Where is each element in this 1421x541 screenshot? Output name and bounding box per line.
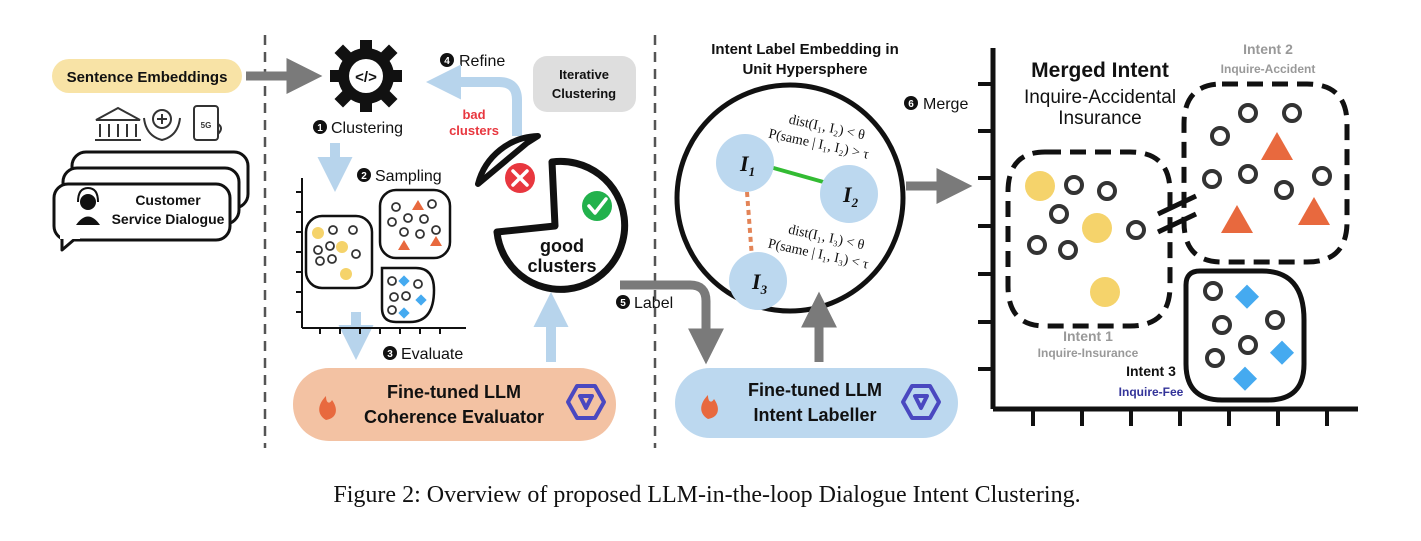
sentence-embeddings-pill: Sentence Embeddings (52, 59, 242, 93)
evaluator-label-2: Coherence Evaluator (364, 407, 544, 427)
sample-cluster-yellow (304, 214, 374, 290)
node-i3: I3 (729, 252, 787, 310)
step6-merge: 6 Merge (904, 96, 968, 113)
svg-text:2: 2 (361, 171, 367, 182)
headset-agent-icon (76, 186, 100, 225)
step3-label: Evaluate (401, 346, 463, 363)
intent3-cluster: Intent 3 Inquire-Fee (1119, 268, 1307, 403)
good-clusters-label-1: good (540, 236, 584, 256)
svg-text:</>: </> (355, 69, 377, 86)
step4-refine: 4 Refine (440, 53, 505, 70)
good-clusters-pie: good clusters (493, 157, 629, 293)
flame-icon (319, 396, 336, 420)
step1-clustering: 1 Clustering (313, 120, 403, 137)
svg-text:3: 3 (387, 349, 393, 360)
intent2-name: Inquire-Accident (1221, 62, 1316, 76)
node-i1: I1 (716, 134, 774, 192)
sentence-embeddings-label: Sentence Embeddings (67, 69, 228, 86)
step2-label: Sampling (375, 168, 442, 185)
hypersphere-title-2: Unit Hypersphere (742, 61, 867, 78)
sampling-axes (296, 178, 466, 334)
merge-bridge (1156, 193, 1198, 235)
intent1-name: Inquire-Insurance (1038, 346, 1139, 360)
step5-label: 5 Label (616, 295, 673, 312)
sample-cluster-orange (378, 188, 452, 260)
healthcare-hands-icon (143, 109, 181, 142)
step3-evaluate: 3 Evaluate (383, 346, 463, 363)
intent-labeller-pill: Fine-tuned LLM Intent Labeller (675, 368, 958, 438)
intent3-name: Inquire-Fee (1119, 385, 1184, 399)
coherence-evaluator-pill: Fine-tuned LLM Coherence Evaluator (293, 368, 616, 441)
good-clusters-label-2: clusters (527, 256, 596, 276)
qwen-logo-icon-2 (901, 384, 941, 420)
svg-text:5G: 5G (201, 121, 212, 130)
svg-text:I2: I2 (842, 182, 859, 210)
5g-device-icon: 5G (193, 105, 222, 141)
step1-label: Clustering (331, 120, 403, 137)
arrow-label (620, 280, 724, 365)
labeller-label-1: Fine-tuned LLM (748, 380, 882, 400)
edge-i1-i3 (745, 191, 754, 259)
svg-text:6: 6 (908, 99, 914, 110)
merge-axes (990, 48, 1358, 412)
intent1-label: Intent 1 (1063, 328, 1113, 344)
svg-text:I1: I1 (739, 151, 755, 179)
bad-clusters-slice (475, 133, 541, 193)
step5-text: Label (634, 295, 673, 312)
flame-icon-2 (701, 395, 718, 419)
bad-clusters-label-2: clusters (449, 123, 499, 138)
clustering-gear-icon: </> (330, 40, 402, 112)
hypersphere-title-1: Intent Label Embedding in (711, 41, 899, 58)
merge-axis-ticks (978, 82, 1329, 426)
intent3-label: Intent 3 (1126, 363, 1176, 379)
figure-caption: Figure 2: Overview of proposed LLM-in-th… (333, 482, 1080, 508)
node-i2: I2 (820, 165, 878, 223)
merged-intent-line-1: Inquire-Accidental (1024, 87, 1176, 108)
bank-icon (95, 106, 141, 141)
iterative-label-2: Clustering (552, 86, 616, 101)
iterative-clustering-badge: Iterative Clustering (533, 56, 636, 112)
step6-text: Merge (923, 96, 968, 113)
customer-dialogue-label-1: Customer (135, 192, 201, 208)
customer-dialogue-label-2: Service Dialogue (112, 211, 225, 227)
qwen-logo-icon (566, 384, 606, 420)
merged-intent-title: Merged Intent (1031, 59, 1169, 82)
labeller-label-2: Intent Labeller (753, 405, 876, 425)
intent2-label: Intent 2 (1243, 41, 1293, 57)
evaluator-label-1: Fine-tuned LLM (387, 382, 521, 402)
intent2-cluster: Intent 2 Inquire-Accident (1181, 41, 1350, 265)
intent1-cluster: Intent 1 Inquire-Insurance (1005, 149, 1173, 360)
good-check-icon (582, 191, 612, 221)
arrow-refine (426, 64, 522, 136)
svg-text:4: 4 (444, 56, 450, 67)
merged-intent-line-2: Insurance (1058, 108, 1141, 129)
iterative-label-1: Iterative (559, 67, 609, 82)
bad-clusters-label-1: bad (462, 107, 485, 122)
edge-i1-i2 (769, 165, 828, 185)
svg-text:1: 1 (317, 123, 323, 134)
step2-sampling: 2 Sampling (357, 168, 442, 185)
svg-text:I3: I3 (751, 269, 768, 297)
sample-cluster-blue (380, 266, 436, 324)
step4-label: Refine (459, 53, 505, 70)
svg-text:5: 5 (620, 298, 626, 309)
